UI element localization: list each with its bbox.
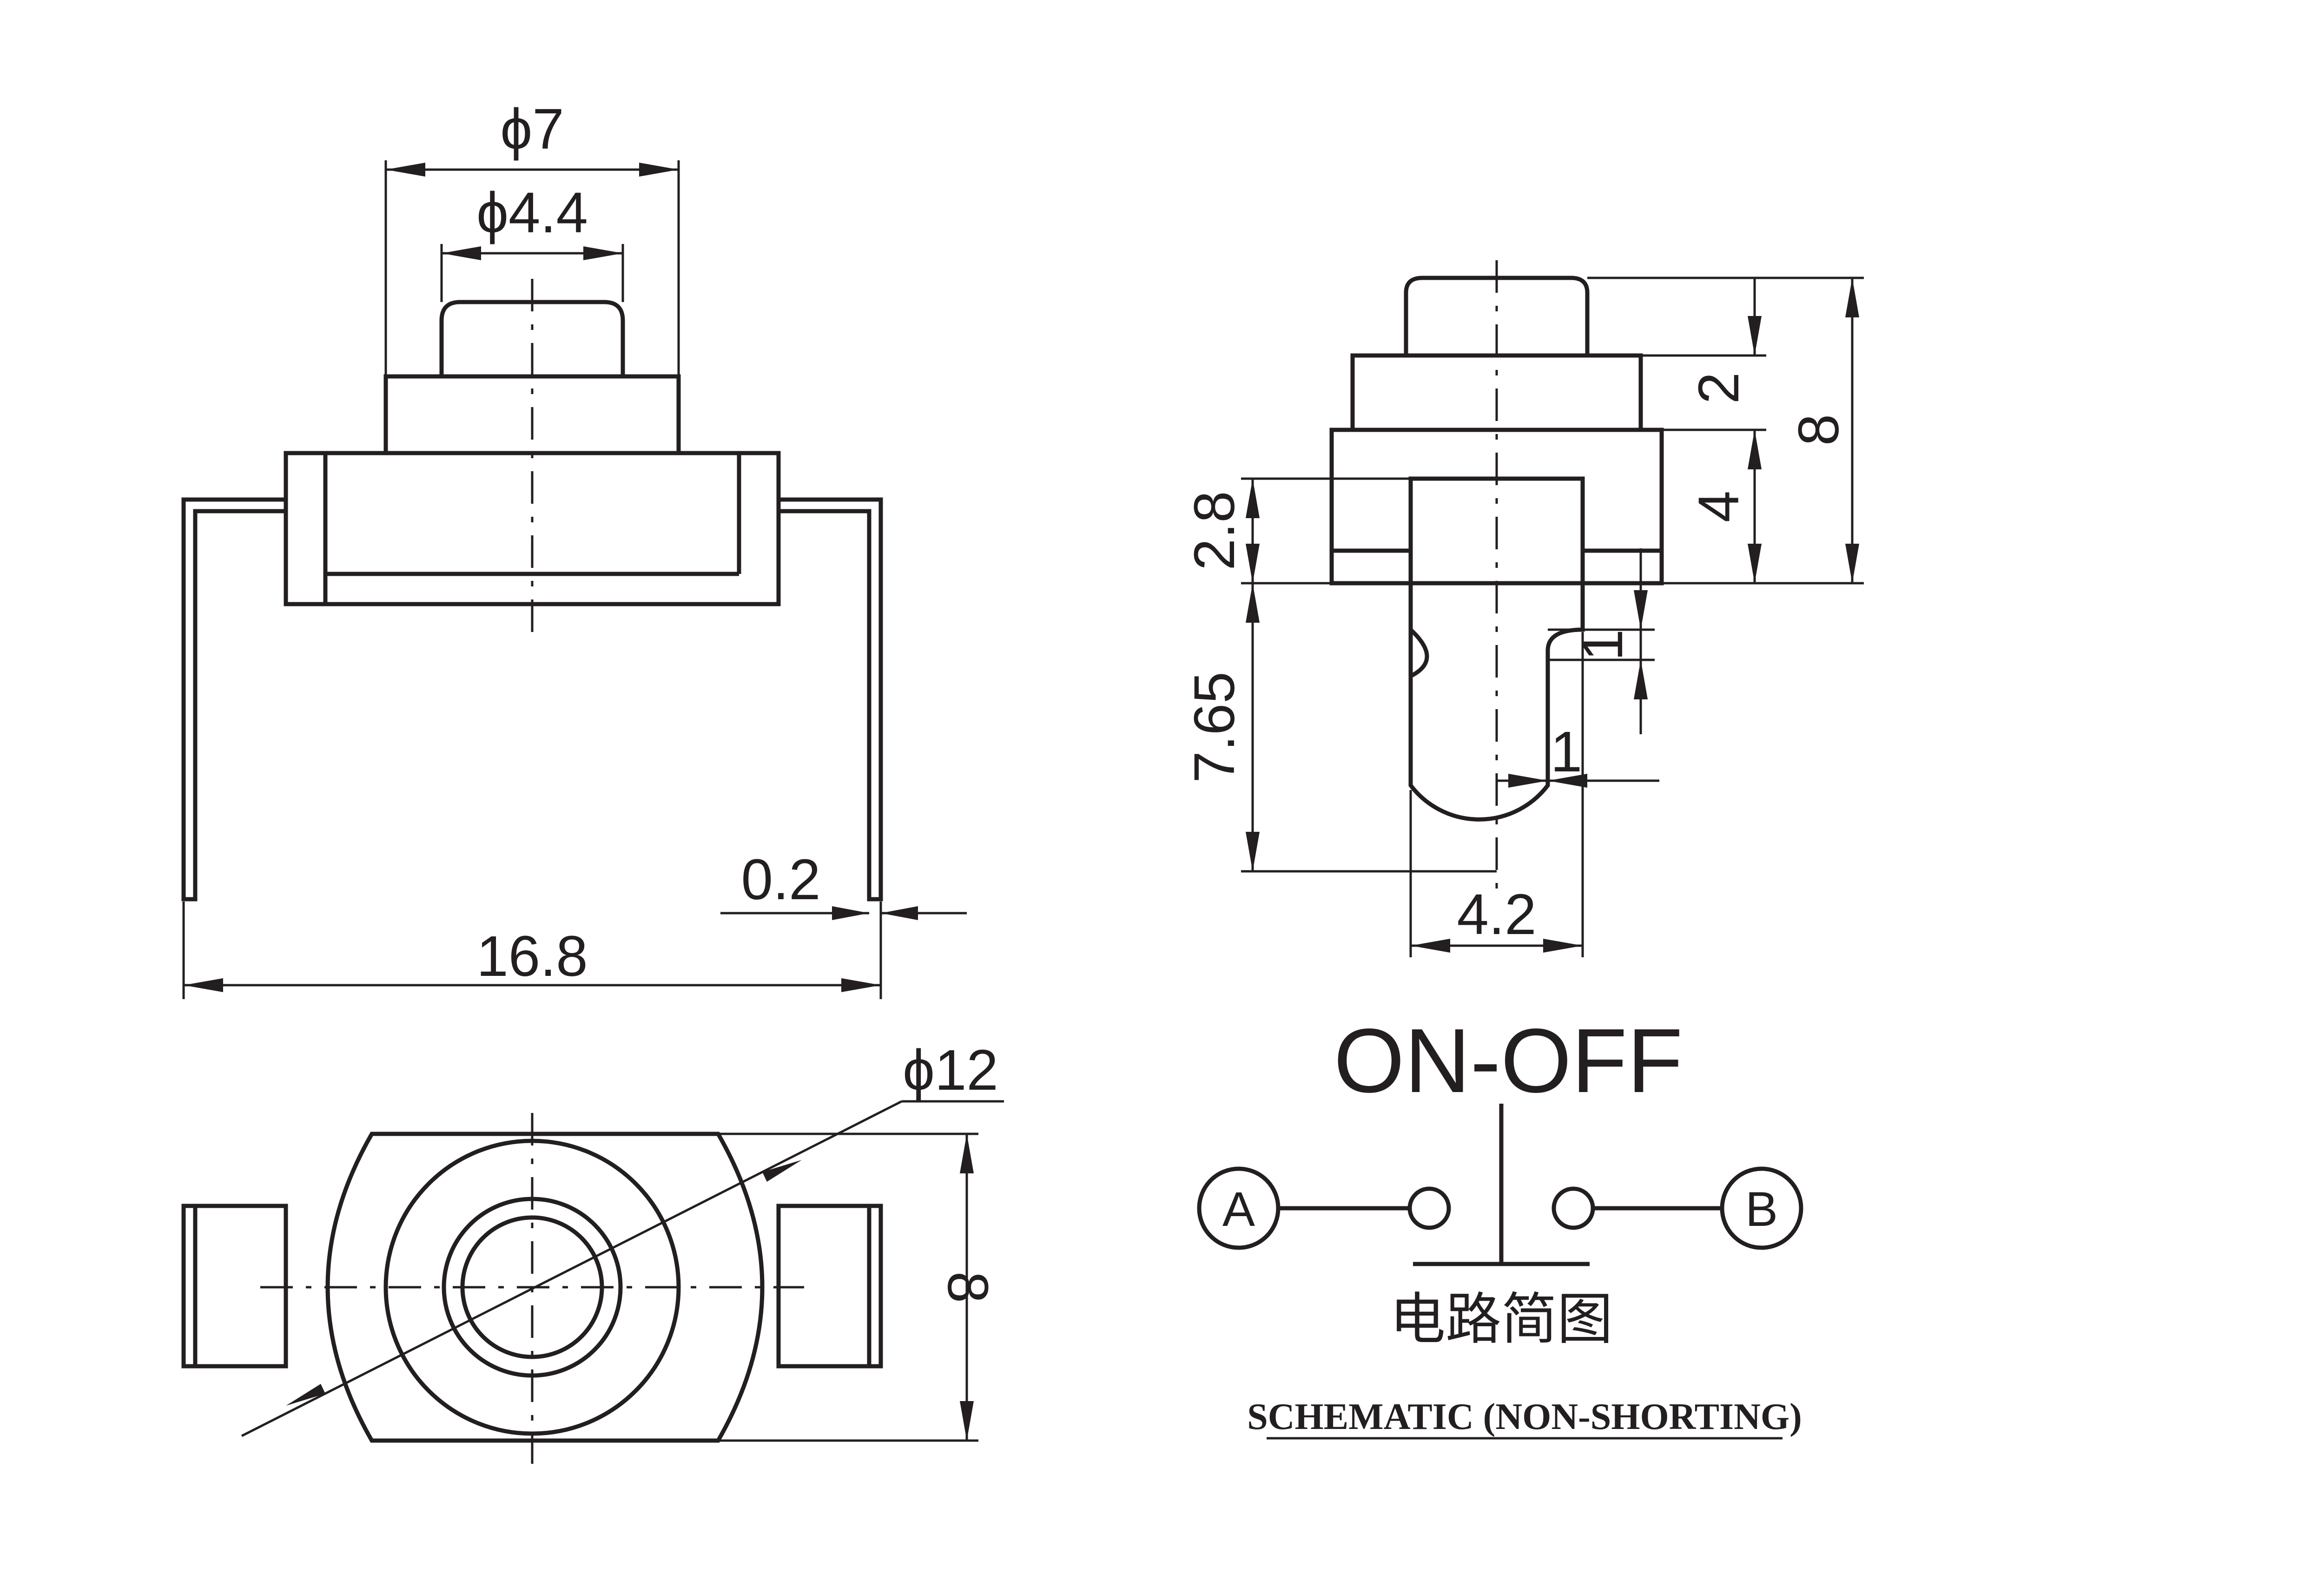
schematic-mode-label: ON-OFF (1334, 1010, 1683, 1112)
front-pin-left (181, 497, 286, 902)
side-lever (1408, 476, 1585, 822)
dim-phi4-4-label: ϕ4.4 (476, 181, 588, 245)
dim-top-8-label: 8 (936, 1271, 999, 1303)
dim-16-8-label: 16.8 (476, 925, 588, 988)
schematic: ON-OFF A B 电路简图 SCHEMATIC (NON-SHORTING) (1197, 1010, 1803, 1440)
top-view: ϕ12 8 (181, 1039, 1004, 1464)
terminal-a-label: A (1222, 1182, 1255, 1237)
schematic-chinese-title: 电路简图 (1390, 1287, 1613, 1352)
dim-side-4-label: 4 (1687, 491, 1751, 522)
dim-side-2-label: 2 (1687, 372, 1751, 404)
dim-side-7-65-label: 7.65 (1183, 671, 1247, 783)
contact-a-circle (1407, 1186, 1451, 1230)
contact-b-circle (1552, 1186, 1595, 1230)
dim-side-2-8-label: 2.8 (1183, 491, 1247, 571)
terminal-b-circle (1720, 1166, 1803, 1250)
front-view: ϕ7 ϕ4.4 16.8 0.2 (181, 98, 967, 999)
side-view: 2 4 8 2.8 7.65 1 1 4.2 (1183, 260, 1864, 957)
dim-notch-offset-label: 1 (1551, 720, 1582, 784)
dim-side-8-label: 8 (1787, 414, 1851, 446)
terminal-b-label: B (1745, 1182, 1778, 1237)
dim-phi12-leader (241, 1100, 903, 1437)
dim-0-2-label: 0.2 (741, 848, 821, 912)
dim-phi7-label: ϕ7 (500, 98, 564, 161)
dim-notch-depth-label: 1 (1571, 629, 1635, 661)
dim-4-2-label: 4.2 (1457, 883, 1537, 947)
front-pin-right (779, 497, 883, 902)
dim-phi12-label: ϕ12 (903, 1039, 998, 1102)
schematic-caption: SCHEMATIC (NON-SHORTING) (1247, 1396, 1802, 1437)
